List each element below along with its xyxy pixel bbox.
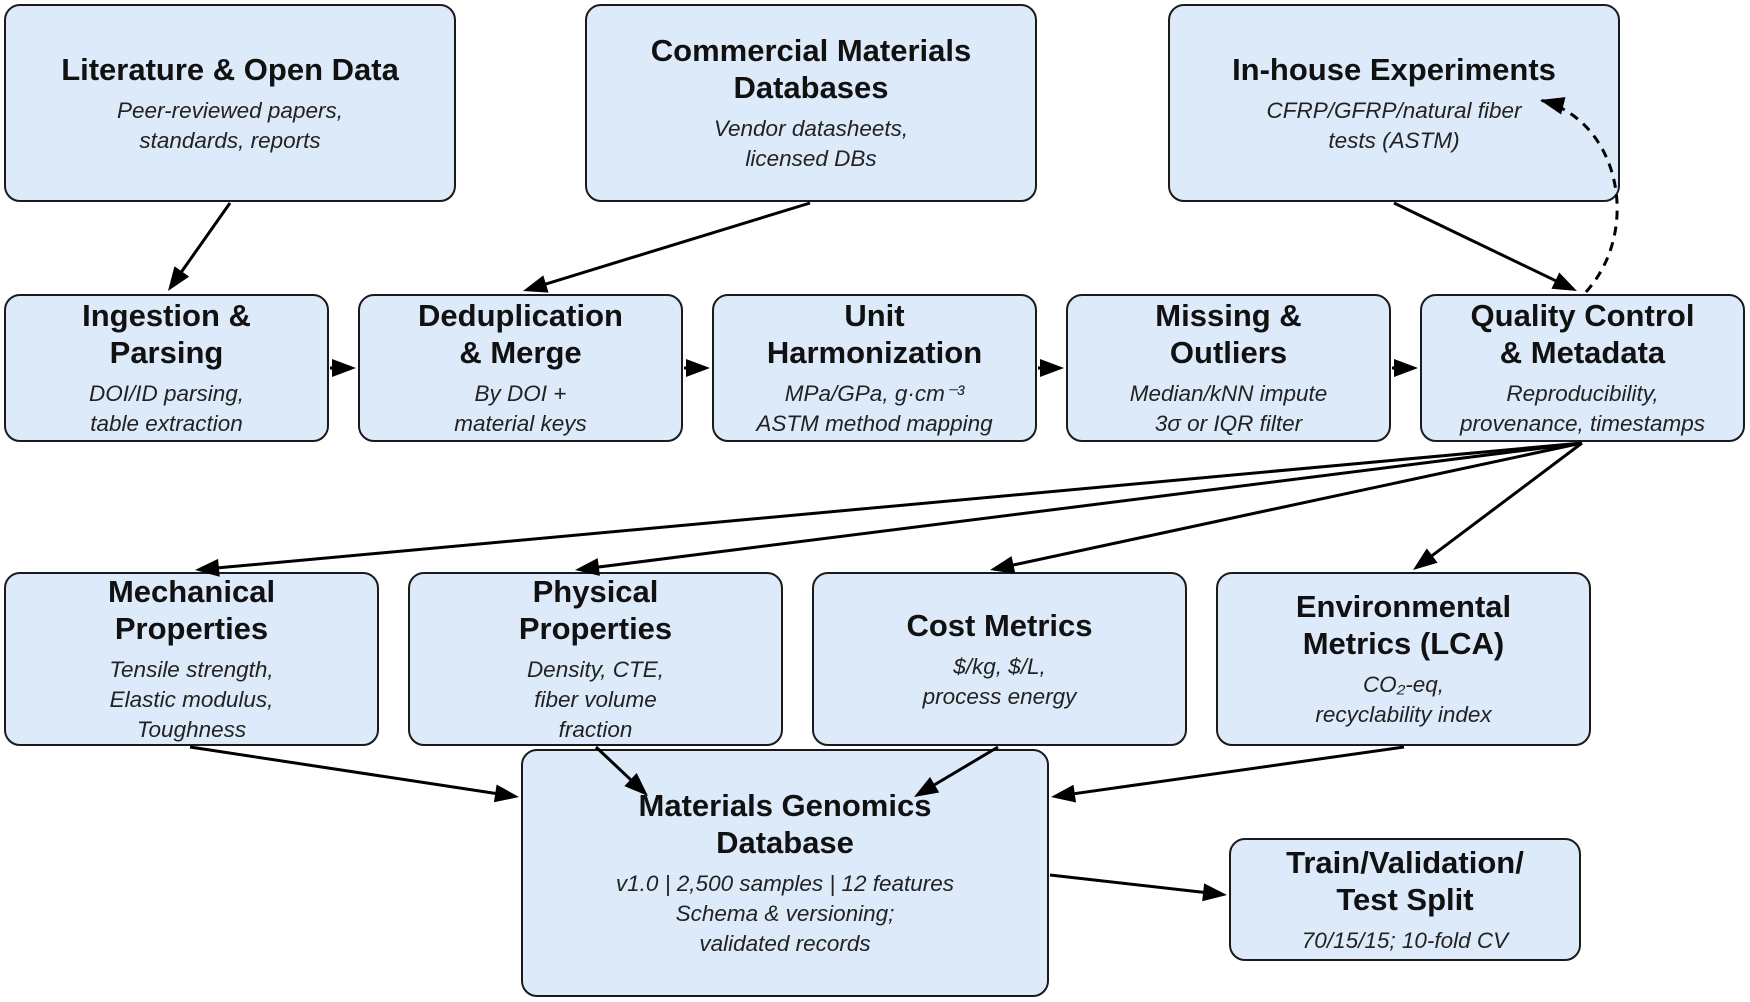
edge-genomics-to-split-arrowhead (1202, 883, 1227, 902)
edge-literature-to-ingestion-arrowhead (168, 266, 190, 291)
node-literature-title: Literature & Open Data (61, 51, 399, 87)
node-literature-subtitle: Peer-reviewed papers, standards, reports (117, 97, 343, 153)
node-commercial: Commercial Materials Databases Vendor da… (585, 4, 1037, 202)
node-quality-title: Quality Control & Metadata (1470, 298, 1695, 370)
node-split-title: Train/Validation/ Test Split (1286, 844, 1524, 917)
edge-genomics-to-split (1049, 873, 1208, 895)
edge-literature-to-ingestion (178, 202, 232, 276)
edge-unit-to-missing-arrowhead (1040, 359, 1064, 377)
node-missing-title: Missing & Outliers (1155, 298, 1302, 370)
edge-environmental-to-genomics (1070, 745, 1405, 796)
node-inhouse: In-house Experiments CFRP/GFRP/natural f… (1168, 4, 1620, 202)
node-quality: Quality Control & Metadata Reproducibili… (1420, 294, 1745, 442)
node-unit: Unit Harmonization MPa/GPa, g·cm⁻³ ASTM … (712, 294, 1037, 442)
node-genomics: Materials Genomics Database v1.0 | 2,500… (521, 749, 1049, 997)
node-unit-title: Unit Harmonization (766, 298, 983, 370)
node-ingestion-title: Ingestion & Parsing (82, 298, 251, 370)
edge-inhouse-to-quality-arrowhead (1551, 272, 1577, 291)
node-genomics-title: Materials Genomics Database (638, 788, 932, 860)
edge-dedup-to-unit-arrowhead (686, 359, 710, 377)
node-ingestion-subtitle: DOI/ID parsing, table extraction (88, 381, 245, 436)
node-cost: Cost Metrics $/kg, $/L, process energy (812, 572, 1187, 746)
node-split-subtitle: 70/15/15; 10-fold CV (1301, 927, 1509, 953)
edge-mechanical-to-genomics-arrowhead (493, 784, 519, 803)
node-inhouse-title: In-house Experiments (1232, 51, 1556, 87)
node-cost-subtitle: $/kg, $/L, process energy (922, 653, 1077, 709)
node-ingestion: Ingestion & Parsing DOI/ID parsing, tabl… (4, 294, 329, 442)
node-genomics-subtitle: v1.0 | 2,500 samples | 12 features Schem… (615, 871, 955, 956)
node-commercial-subtitle: Vendor datasheets, licensed DBs (713, 116, 909, 171)
node-physical-subtitle: Density, CTE, fiber volume fraction (526, 657, 665, 742)
edge-quality-to-cost (1009, 441, 1583, 568)
node-mechanical-title: Mechanical Properties (107, 574, 276, 646)
edge-commercial-to-dedup-arrowhead (523, 275, 549, 293)
edge-mechanical-to-genomics (189, 745, 500, 796)
node-split: Train/Validation/ Test Split 70/15/15; 1… (1229, 838, 1581, 961)
node-literature: Literature & Open Data Peer-reviewed pap… (4, 4, 456, 202)
edge-missing-to-quality-arrowhead (1394, 359, 1418, 377)
edge-commercial-to-dedup (541, 201, 811, 287)
node-dedup-subtitle: By DOI + material keys (454, 381, 587, 436)
node-inhouse-subtitle: CFRP/GFRP/natural fiber tests (ASTM) (1266, 97, 1522, 153)
edge-quality-to-physical (594, 441, 1583, 569)
node-mechanical: Mechanical Properties Tensile strength, … (4, 572, 379, 746)
edge-ingestion-to-dedup-arrowhead (332, 359, 356, 377)
edge-quality-to-environmental-arrowhead (1413, 548, 1438, 570)
edge-quality-to-environmental (1428, 441, 1583, 560)
node-unit-subtitle: MPa/GPa, g·cm⁻³ ASTM method mapping (756, 381, 993, 436)
edge-quality-to-mechanical (214, 441, 1583, 570)
node-mechanical-subtitle: Tensile strength, Elastic modulus, Tough… (109, 657, 274, 742)
node-missing: Missing & Outliers Median/kNN impute 3σ … (1066, 294, 1391, 442)
node-commercial-title: Commercial Materials Databases (650, 33, 972, 105)
node-physical-title: Physical Properties (518, 574, 673, 646)
node-quality-subtitle: Reproducibility, provenance, timestamps (1459, 381, 1706, 436)
node-cost-title: Cost Metrics (906, 607, 1093, 643)
node-dedup-title: Deduplication & Merge (418, 298, 623, 370)
edge-environmental-to-genomics-arrowhead (1051, 784, 1077, 803)
node-environmental-subtitle: CO₂-eq, recyclability index (1315, 672, 1492, 727)
node-missing-subtitle: Median/kNN impute 3σ or IQR filter (1129, 381, 1328, 436)
node-physical: Physical Properties Density, CTE, fiber … (408, 572, 783, 746)
edge-inhouse-to-quality (1393, 201, 1560, 284)
node-environmental: Environmental Metrics (LCA) CO₂-eq, recy… (1216, 572, 1591, 746)
node-environmental-title: Environmental Metrics (LCA) (1295, 589, 1512, 661)
node-dedup: Deduplication & Merge By DOI + material … (358, 294, 683, 442)
